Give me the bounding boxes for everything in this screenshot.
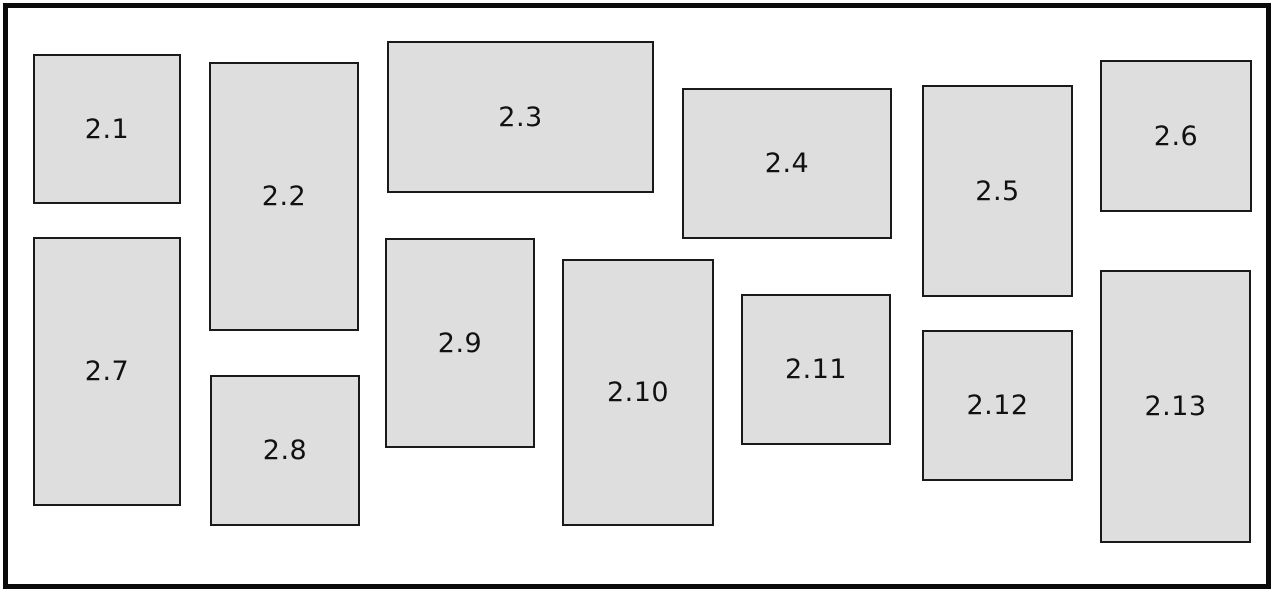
panel-label: 2.2 bbox=[261, 181, 307, 212]
panel-label: 2.7 bbox=[84, 356, 130, 387]
panel-2-11[interactable]: 2.11 bbox=[741, 294, 891, 445]
panel-2-9[interactable]: 2.9 bbox=[385, 238, 535, 448]
panel-label: 2.1 bbox=[84, 113, 130, 145]
panel-2-7[interactable]: 2.7 bbox=[33, 237, 181, 506]
panel-label: 2.6 bbox=[1153, 120, 1199, 152]
panel-label: 2.13 bbox=[1144, 391, 1207, 422]
panel-label: 2.12 bbox=[966, 390, 1029, 421]
panel-2-8[interactable]: 2.8 bbox=[210, 375, 360, 526]
panel-2-10[interactable]: 2.10 bbox=[562, 259, 714, 526]
panel-2-1[interactable]: 2.1 bbox=[33, 54, 181, 204]
panel-label: 2.10 bbox=[606, 377, 670, 408]
panel-2-13[interactable]: 2.13 bbox=[1100, 270, 1251, 543]
panel-2-6[interactable]: 2.6 bbox=[1100, 60, 1252, 212]
panel-label: 2.8 bbox=[262, 435, 308, 466]
panel-label: 2.9 bbox=[437, 327, 483, 359]
panel-label: 2.3 bbox=[498, 101, 543, 133]
panel-label: 2.11 bbox=[784, 354, 848, 385]
panel-2-5[interactable]: 2.5 bbox=[922, 85, 1073, 297]
panel-2-3[interactable]: 2.3 bbox=[387, 41, 654, 193]
panel-2-2[interactable]: 2.2 bbox=[209, 62, 359, 331]
outer-border-frame: 2.1 2.2 2.3 2.4 2.5 2.6 2.7 2.8 2.9 2.10 2.11 2.12 2… bbox=[3, 3, 1271, 589]
panel-label: 2.4 bbox=[764, 148, 810, 179]
panel-2-12[interactable]: 2.12 bbox=[922, 330, 1073, 481]
panel-label: 2.5 bbox=[975, 175, 1020, 207]
panel-2-4[interactable]: 2.4 bbox=[682, 88, 892, 239]
